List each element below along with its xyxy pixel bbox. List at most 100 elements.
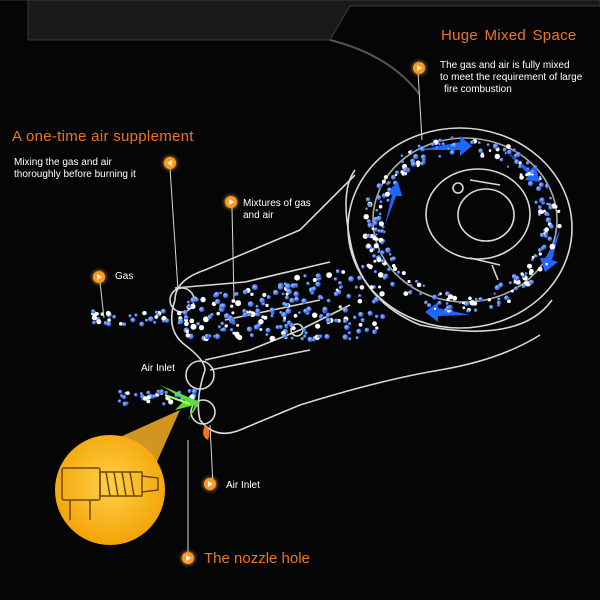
particle (107, 318, 111, 322)
particle (392, 264, 396, 268)
particle (373, 243, 379, 249)
particle (468, 296, 472, 301)
particle (497, 297, 501, 301)
particle (530, 170, 535, 174)
particle (534, 254, 538, 258)
particle (326, 298, 331, 303)
particle (504, 152, 507, 155)
particle (356, 328, 362, 334)
particle (216, 311, 220, 316)
callout-dot-air-inlet-bottom[interactable] (204, 478, 216, 490)
particle (184, 321, 189, 327)
particle (258, 319, 264, 325)
particle (380, 250, 385, 255)
particle (544, 227, 549, 232)
title-mixed-space: Huge Mixed Space (441, 27, 577, 44)
particle (545, 217, 552, 223)
particle (203, 316, 209, 323)
particle (159, 389, 165, 394)
particle (293, 313, 298, 318)
particle (540, 246, 545, 250)
particle (382, 275, 387, 280)
particle (160, 308, 166, 314)
particle (333, 277, 338, 281)
particle (437, 293, 440, 297)
particle (378, 221, 384, 227)
callout-dot-mixed-space[interactable] (413, 62, 425, 74)
particle (278, 325, 283, 329)
particle (306, 281, 310, 286)
particle (214, 298, 221, 305)
callout-dot-nozzle[interactable] (182, 552, 194, 564)
particle (105, 310, 111, 316)
particle (543, 233, 549, 238)
particle (282, 333, 287, 339)
particle (371, 299, 377, 304)
label-gas: Gas (115, 271, 134, 282)
particle (285, 308, 292, 315)
particle (322, 306, 328, 312)
particle (538, 182, 544, 188)
particle (379, 291, 385, 297)
particle (515, 279, 521, 285)
particle (533, 165, 538, 169)
particle (312, 338, 316, 342)
particle (393, 180, 398, 186)
particle (348, 276, 354, 282)
particle (470, 140, 475, 145)
particle (373, 259, 377, 263)
particle (376, 215, 382, 221)
particle (415, 160, 421, 165)
particle (375, 314, 379, 319)
particle (536, 186, 542, 192)
particle (541, 210, 544, 214)
particle (319, 315, 323, 319)
particle (249, 311, 256, 318)
particle (366, 233, 371, 238)
callout-dot-mixtures[interactable] (225, 196, 237, 208)
particle (361, 264, 365, 269)
particle (344, 324, 350, 331)
particle (545, 262, 548, 266)
particle (312, 312, 318, 318)
particle (378, 285, 381, 289)
particle (478, 297, 483, 302)
particle (139, 321, 145, 327)
particle (293, 283, 297, 288)
particle (217, 325, 222, 329)
particle (369, 285, 374, 290)
particle (277, 284, 284, 290)
particle (531, 173, 534, 176)
particle (520, 272, 524, 276)
particle (393, 266, 398, 271)
particle (348, 337, 352, 341)
particle (142, 396, 148, 401)
particle (315, 273, 321, 279)
particle (236, 323, 240, 327)
particle (516, 151, 521, 157)
particle (259, 328, 263, 331)
particle (117, 399, 122, 403)
particle (304, 331, 308, 335)
particle (293, 291, 300, 297)
leader-lines (99, 71, 423, 552)
particle (228, 318, 232, 322)
particle (128, 314, 132, 318)
particle (291, 326, 296, 331)
particle (182, 310, 188, 316)
callout-dot-air-supplement[interactable] (164, 157, 176, 169)
particle (284, 302, 289, 308)
particle (242, 308, 247, 314)
particle (325, 312, 331, 318)
particle (262, 292, 267, 297)
particle (320, 296, 324, 300)
particle (261, 315, 265, 319)
label-air-inlet-top: Air Inlet (141, 363, 175, 374)
particle (388, 253, 392, 256)
particle (357, 298, 363, 304)
callout-dot-gas[interactable] (93, 271, 105, 283)
gas-air-particles (91, 136, 562, 407)
particle (512, 148, 516, 153)
particle (528, 279, 534, 285)
particle (145, 318, 149, 322)
